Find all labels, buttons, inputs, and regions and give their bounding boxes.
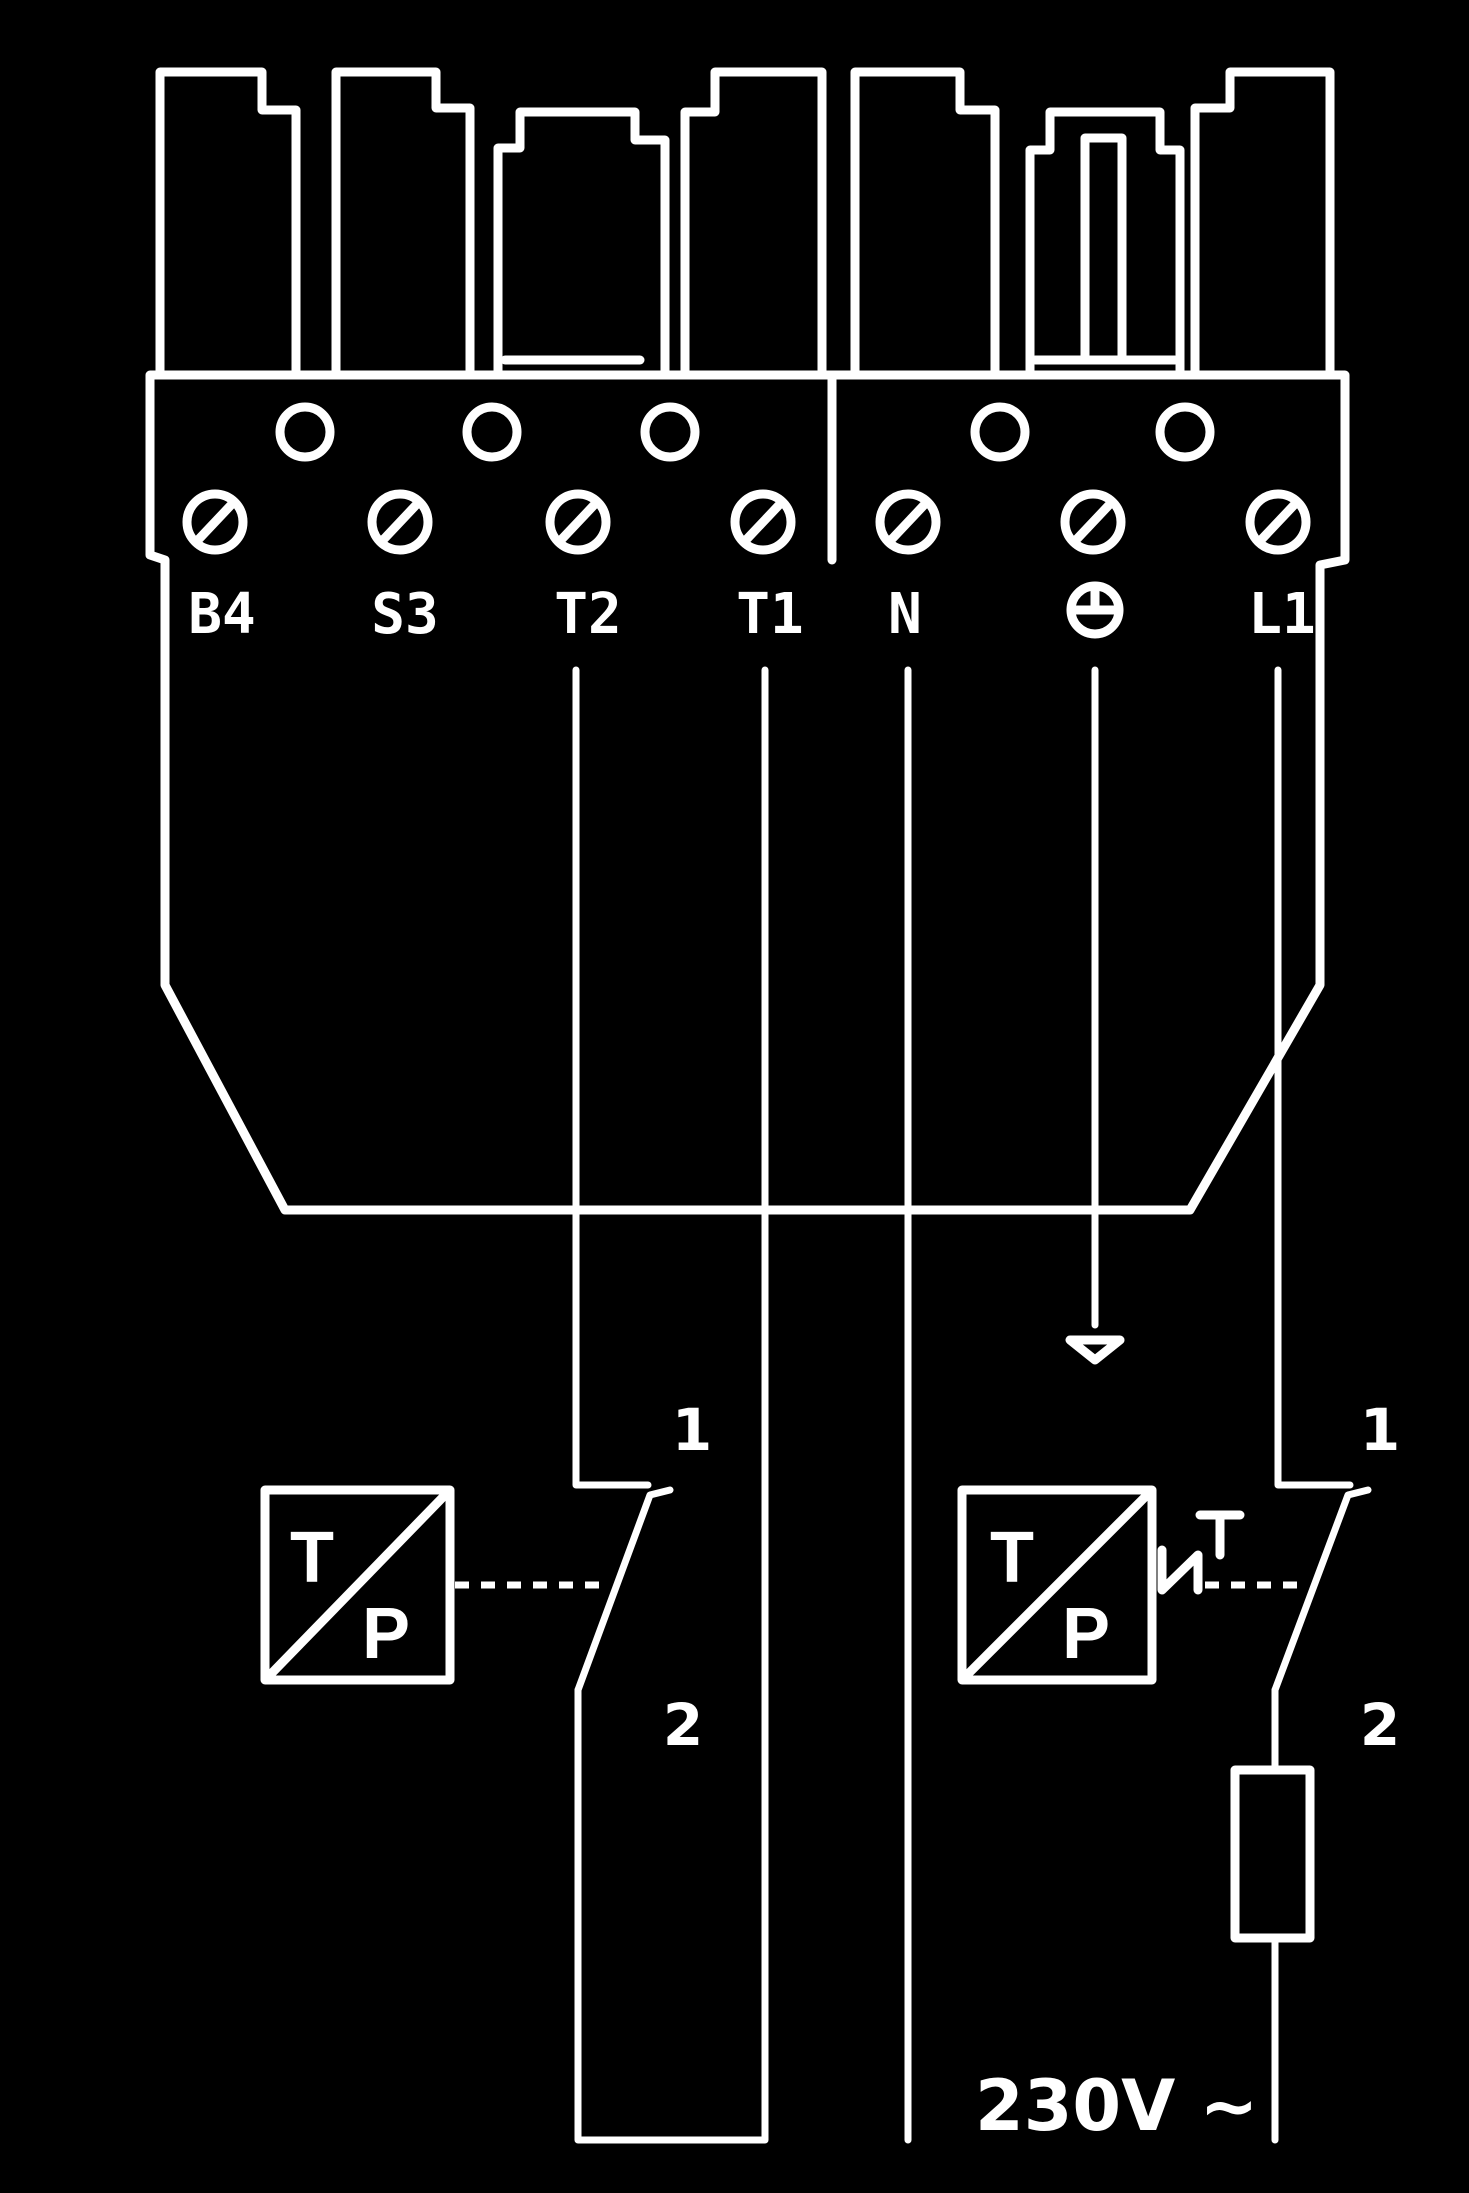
terminal-label-b4: B4 (188, 582, 255, 647)
wire-t2 (572, 666, 652, 1489)
supply-voltage-label: 230V ~ (975, 2065, 1258, 2147)
mounting-hole (462, 402, 522, 462)
right-sensor-p: P (1062, 1594, 1110, 1674)
pe-arrow-icon (1065, 1335, 1125, 1365)
manual-reset-icon (1157, 1545, 1203, 1595)
terminal-label-l1: L1 (1248, 582, 1315, 647)
terminal-block-housing (145, 67, 1350, 1215)
wire-l1 (1274, 666, 1354, 1489)
latch-icon (1195, 1510, 1245, 1560)
left-pressure-switch: T P 1 2 (260, 1396, 712, 1759)
protective-earth-icon (1066, 581, 1124, 639)
mounting-holes (275, 402, 1215, 462)
terminal-screws (182, 489, 1311, 555)
screw-t1-icon (730, 489, 796, 555)
screw-pe-icon (1060, 489, 1126, 555)
fuse-icon (1230, 1765, 1315, 1943)
terminal-labels: B4 S3 T2 T1 N L1 (188, 581, 1316, 647)
left-sensor-p: P (362, 1594, 410, 1674)
right-contact-2: 2 (1360, 1691, 1400, 1759)
terminal-label-t1: T1 (736, 582, 803, 647)
right-switch-contact (1271, 1486, 1372, 1694)
mounting-hole (640, 402, 700, 462)
left-switch-contact (574, 1486, 674, 1694)
wires (572, 666, 1354, 2144)
left-sensor-t: T (290, 1518, 334, 1598)
mounting-hole (1155, 402, 1215, 462)
wire-t2-return (574, 666, 769, 2144)
left-contact-1: 1 (672, 1396, 712, 1464)
screw-b4-icon (182, 489, 248, 555)
screw-n-icon (875, 489, 941, 555)
right-pressure-switch: T P 1 2 (957, 1396, 1400, 1759)
screw-s3-icon (367, 489, 433, 555)
left-contact-2: 2 (663, 1691, 703, 1759)
terminal-label-t2: T2 (554, 582, 621, 647)
terminal-label-s3: S3 (371, 582, 438, 647)
right-contact-1: 1 (1360, 1396, 1400, 1464)
screw-t2-icon (545, 489, 611, 555)
right-sensor-t: T (990, 1518, 1034, 1598)
screw-l1-icon (1245, 489, 1311, 555)
mounting-hole (275, 402, 335, 462)
mounting-hole (970, 402, 1030, 462)
terminal-label-n: N (888, 582, 922, 647)
